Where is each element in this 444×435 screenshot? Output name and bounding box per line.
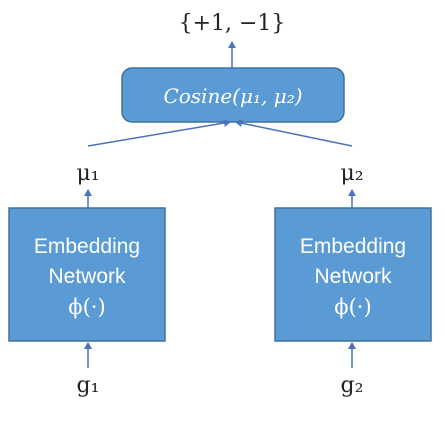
embedding-network-1 bbox=[8, 207, 166, 342]
network-2-line-2: Network bbox=[314, 265, 392, 288]
network-1-line-2: Network bbox=[48, 265, 126, 288]
arrow-mu1-to-cosine bbox=[87, 119, 231, 147]
network-1-line-3: ϕ(·) bbox=[68, 295, 105, 319]
network-2-line-3: ϕ(·) bbox=[334, 295, 371, 319]
output-label: {+1, −1} bbox=[179, 11, 286, 36]
input-label-2: g₂ bbox=[341, 373, 364, 398]
network-2-line-1: Embedding bbox=[300, 235, 406, 258]
input-label-1: g₁ bbox=[77, 373, 100, 398]
embedding-label-1: μ₁ bbox=[76, 161, 99, 186]
cosine-block bbox=[121, 67, 345, 123]
embedding-network-2 bbox=[274, 207, 432, 342]
cosine-label: Cosine(μ₁, μ₂) bbox=[163, 84, 302, 108]
network-1-line-1: Embedding bbox=[34, 235, 140, 258]
embedding-label-2: μ₂ bbox=[340, 161, 363, 186]
arrow-mu2-to-cosine bbox=[235, 119, 353, 147]
